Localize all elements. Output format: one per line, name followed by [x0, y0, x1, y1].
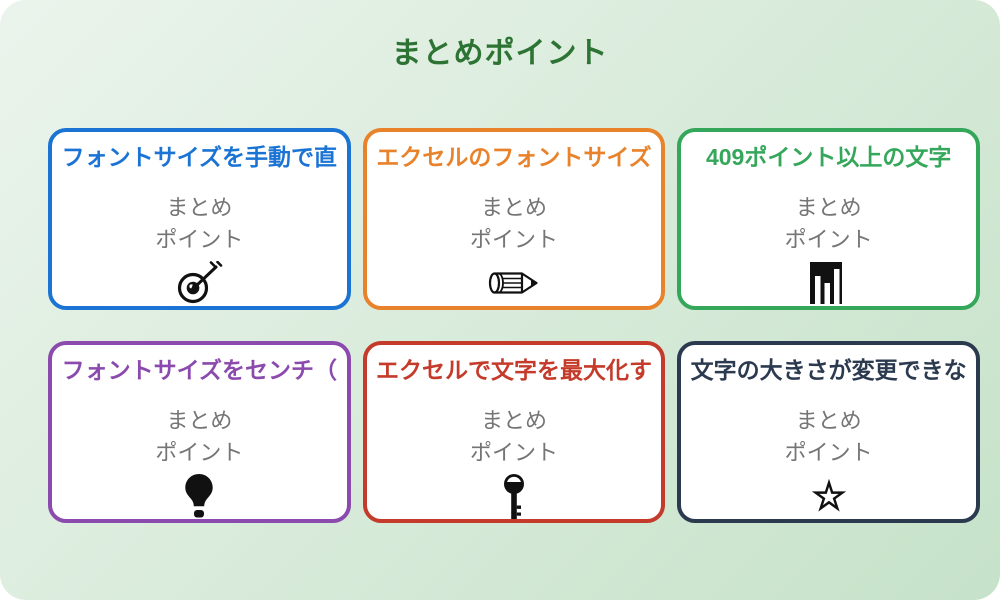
- card-subtitle-line-2: ポイント: [784, 440, 873, 465]
- summary-card-5: エクセルで文字を最大化す まとめ ポイント: [362, 341, 666, 523]
- page-title: まとめポイント: [391, 37, 609, 70]
- card-title: エクセルで文字を最大化す: [375, 357, 652, 383]
- card-subtitle-line-1: まとめ: [166, 408, 233, 433]
- bar-chart-icon: [808, 260, 850, 306]
- key-icon: [499, 473, 529, 521]
- summary-card-2: エクセルのフォントサイズ まとめ ポイント: [362, 128, 666, 310]
- pencil-icon: [486, 260, 542, 306]
- summary-card-6: 文字の大きさが変更できな まとめ ポイント: [677, 341, 980, 523]
- card-subtitle-line-2: ポイント: [469, 440, 558, 465]
- star-icon: [811, 473, 846, 519]
- card-subtitle-line-2: ポイント: [155, 227, 244, 252]
- card-title: エクセルのフォントサイズ: [376, 144, 652, 170]
- summary-card-1: フォントサイズを手動で直 まとめ ポイント: [48, 128, 351, 310]
- cards-grid: フォントサイズを手動で直 まとめ ポイント エ: [48, 128, 980, 523]
- card-subtitle-line-2: ポイント: [784, 227, 873, 252]
- card-subtitle-line-1: まとめ: [795, 408, 862, 433]
- card-title: 409ポイント以上の文字: [705, 144, 952, 170]
- card-subtitle-line-2: ポイント: [155, 440, 244, 465]
- card-subtitle-line-2: ポイント: [469, 227, 558, 252]
- card-title: 文字の大きさが変更できな: [690, 357, 967, 383]
- card-subtitle-line-1: まとめ: [166, 195, 233, 220]
- card-subtitle-line-1: まとめ: [480, 195, 547, 220]
- card-subtitle-line-1: まとめ: [480, 408, 547, 433]
- target-arrow-icon: [175, 260, 223, 306]
- summary-card-4: フォントサイズをセンチ（ まとめ ポイント: [48, 341, 351, 523]
- card-title: フォントサイズをセンチ（: [61, 357, 337, 383]
- lightbulb-icon: [183, 473, 215, 521]
- card-title: フォントサイズを手動で直: [61, 144, 337, 170]
- summary-card-3: 409ポイント以上の文字 まとめ ポイント: [677, 128, 980, 310]
- card-subtitle-line-1: まとめ: [795, 195, 862, 220]
